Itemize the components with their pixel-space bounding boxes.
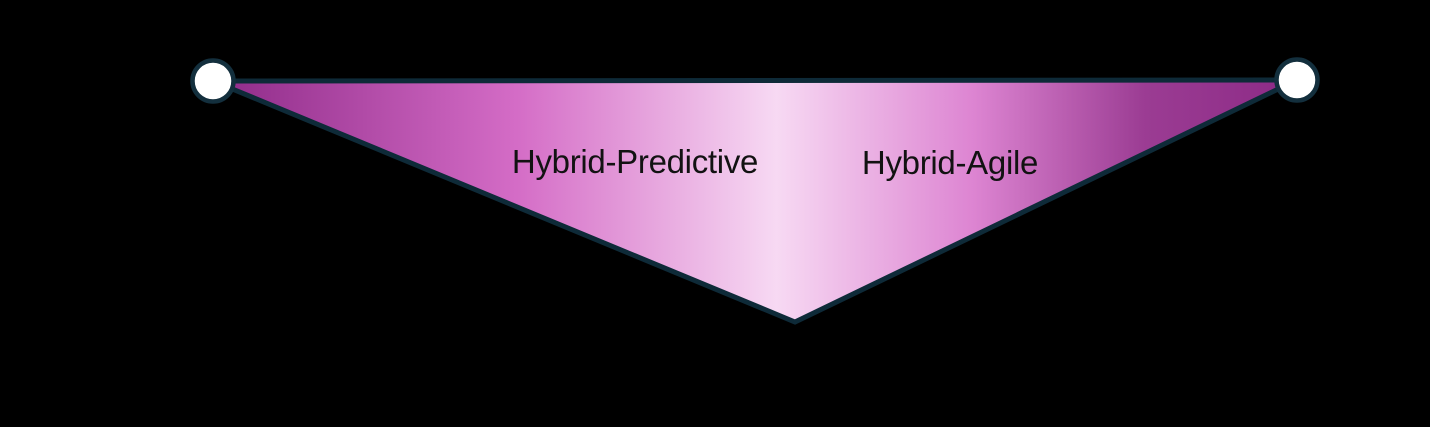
hybrid-agile-label: Hybrid-Agile — [861, 144, 1039, 181]
hybrid-predictive-label: Hybrid-Predictive — [511, 143, 759, 180]
left-endpoint-node — [190, 58, 236, 104]
spectrum-triangle — [212, 77, 1299, 325]
right-endpoint-node — [1274, 57, 1320, 103]
